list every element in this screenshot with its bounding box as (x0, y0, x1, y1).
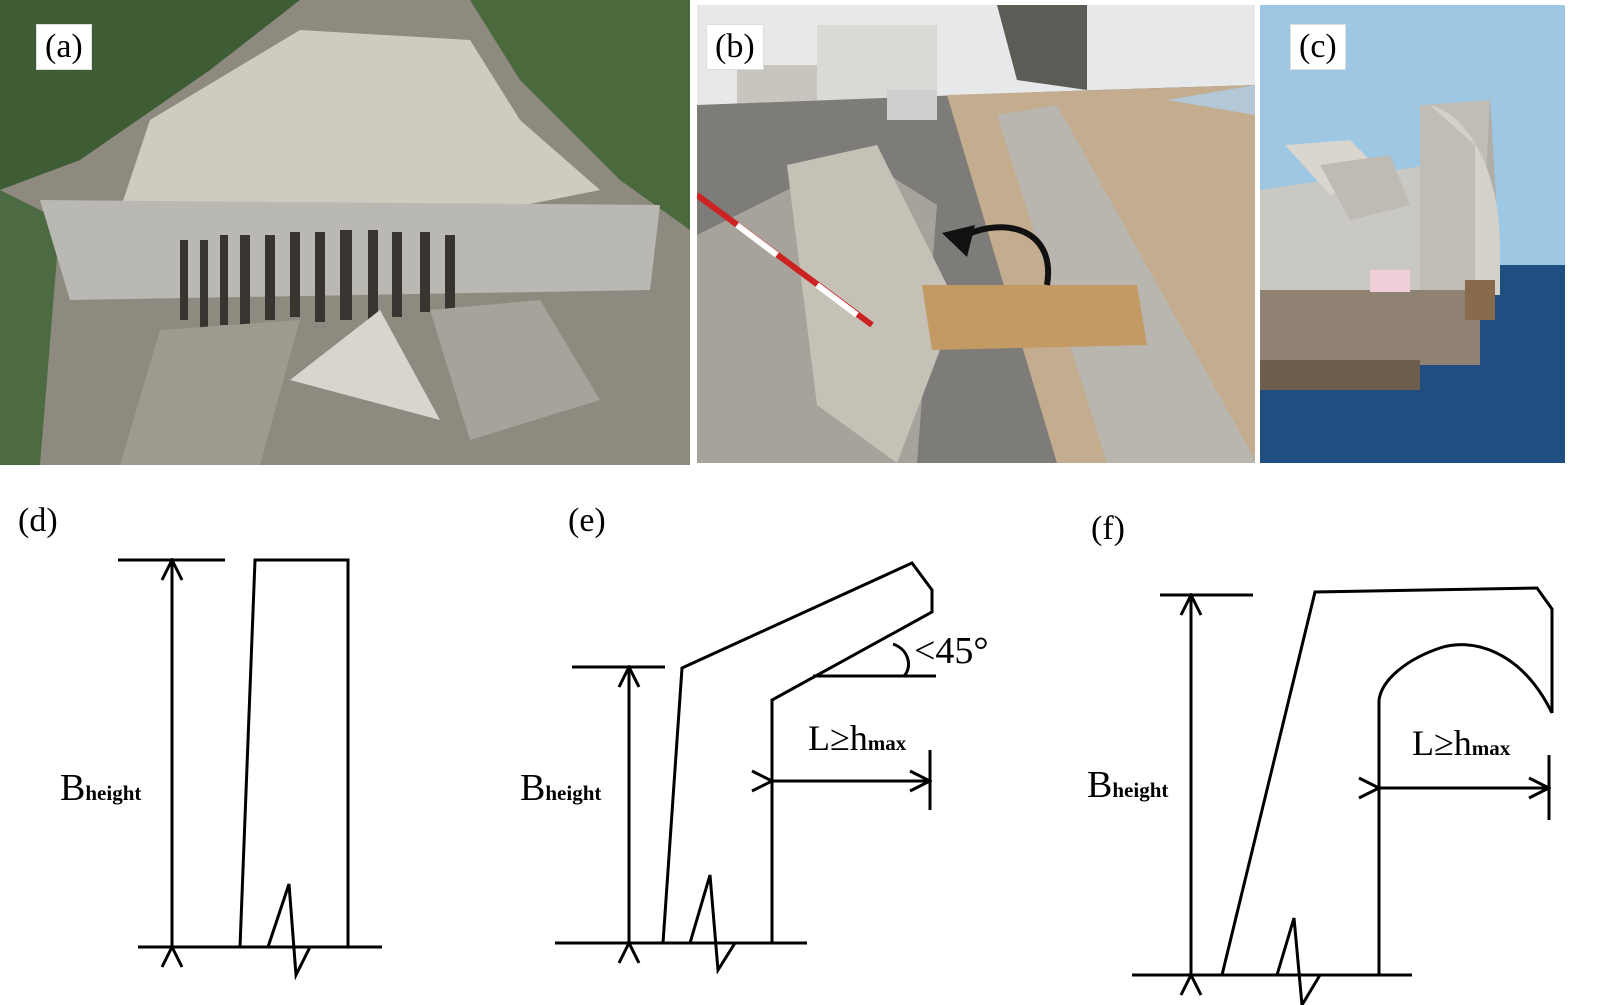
panel-label-f: (f) (1091, 510, 1125, 547)
height-label-d: Bheight (60, 767, 141, 809)
angle-arc (892, 642, 911, 678)
panel-label-c: (c) (1290, 24, 1346, 70)
panel-label-d: (d) (18, 502, 58, 539)
length-label-e: L≥hmax (808, 718, 907, 758)
panel-label-b: (b) (706, 24, 764, 70)
length-label-f: L≥hmax (1412, 723, 1511, 763)
photo-a-check-dam (0, 0, 690, 465)
angle-label-e: <45° (914, 630, 989, 672)
panel-label-a: (a) (36, 24, 92, 70)
panel-label-e: (e) (568, 502, 606, 539)
photo-b-seawall-damage (697, 5, 1255, 463)
wall-profile-e (555, 561, 936, 975)
height-label-f: Bheight (1087, 764, 1168, 806)
wall-profile-d (118, 560, 382, 981)
wall-profile-f (1132, 586, 1554, 1005)
height-label-e: Bheight (520, 767, 601, 809)
